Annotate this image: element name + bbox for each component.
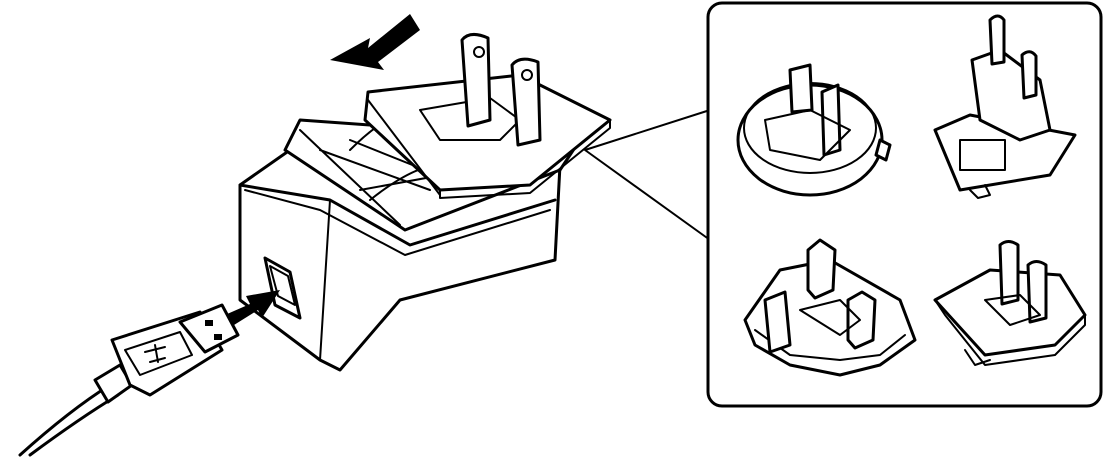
us-adapter [933, 240, 1087, 366]
uk-adapter [743, 238, 917, 377]
removal-arrow [330, 14, 420, 70]
round-adapter [736, 63, 892, 197]
usb-insert-arrow [218, 290, 280, 330]
usb-cable [18, 303, 240, 457]
us-plug-adapter [363, 33, 612, 199]
euro-adapter [933, 14, 1077, 199]
adapter-inset [706, 1, 1103, 408]
